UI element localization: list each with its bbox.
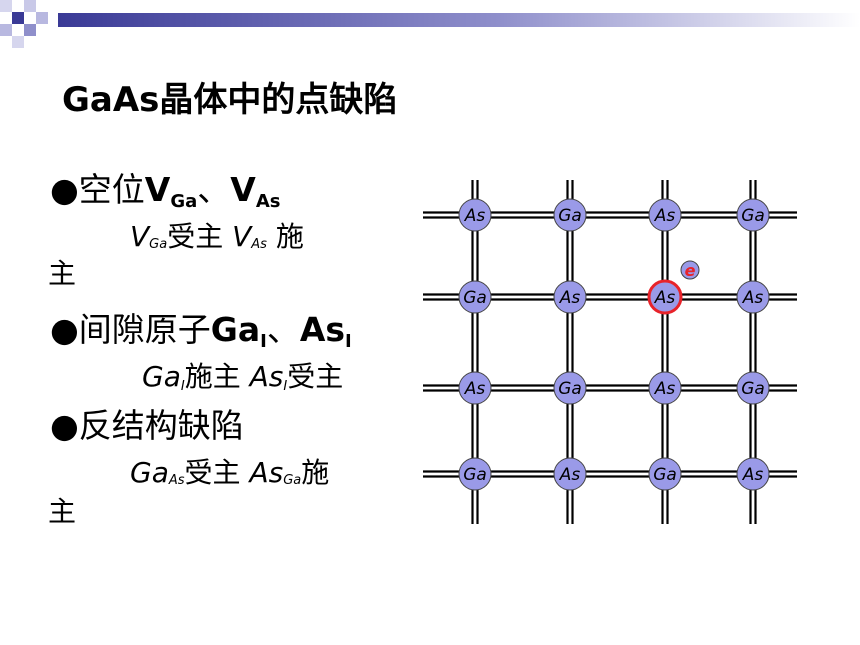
bullet-antisite: ●反结构缺陷 — [50, 406, 244, 446]
atom: Ga — [736, 371, 770, 405]
atom: As — [553, 457, 587, 491]
atom: As — [736, 280, 770, 314]
atom: Ga — [458, 280, 492, 314]
antisite-detail: GaAs受主 AsGa施 — [130, 456, 330, 489]
atom-label: Ga — [741, 379, 765, 399]
atom-label: As — [654, 379, 676, 399]
interstitial-detail: GaI施主 AsI受主 — [142, 360, 344, 394]
atom-label: As — [559, 288, 581, 308]
electron: e — [680, 260, 700, 280]
atom-label: Ga — [741, 206, 765, 226]
atom-label: Ga — [463, 465, 487, 485]
decorative-top-bar — [0, 0, 860, 48]
slide-title: GaAs晶体中的点缺陷 — [62, 80, 398, 120]
atom: As — [736, 457, 770, 491]
atom-highlighted: As — [647, 279, 683, 315]
atom: As — [553, 280, 587, 314]
vacancy-detail: VGa受主 VAs 施 — [130, 220, 304, 253]
bullet-text: 空位 — [78, 170, 145, 209]
atom-label: As — [464, 206, 486, 226]
atom-label: Ga — [653, 465, 677, 485]
atom: Ga — [553, 371, 587, 405]
bullet-text: 间隙原子 — [78, 310, 211, 349]
atom-label: As — [654, 206, 676, 226]
atom: Ga — [458, 457, 492, 491]
vacancy-detail-wrap: 主 — [48, 257, 77, 290]
atom-label: As — [464, 379, 486, 399]
atom-label: Ga — [463, 288, 487, 308]
atom: As — [458, 198, 492, 232]
atom: Ga — [648, 457, 682, 491]
bullet-interstitial: ●间隙原子GaI、AsI — [50, 310, 352, 352]
bullet-text: 反结构缺陷 — [78, 406, 244, 445]
atom: Ga — [553, 198, 587, 232]
atom: Ga — [736, 198, 770, 232]
atom-label: As — [559, 465, 581, 485]
electron-label: e — [685, 261, 696, 280]
atom-label: Ga — [558, 206, 582, 226]
bullet-marker: ● — [50, 406, 79, 445]
bullet-marker: ● — [50, 310, 79, 349]
atom-label: As — [654, 288, 676, 308]
bullet-vacancy: ●空位VGa、VAs — [50, 170, 281, 212]
atom-label: As — [742, 465, 764, 485]
atom: As — [458, 371, 492, 405]
atom-label: Ga — [558, 379, 582, 399]
atom: As — [648, 371, 682, 405]
antisite-detail-wrap: 主 — [48, 495, 77, 528]
atom: As — [648, 198, 682, 232]
bullet-marker: ● — [50, 170, 79, 209]
atom-label: As — [742, 288, 764, 308]
